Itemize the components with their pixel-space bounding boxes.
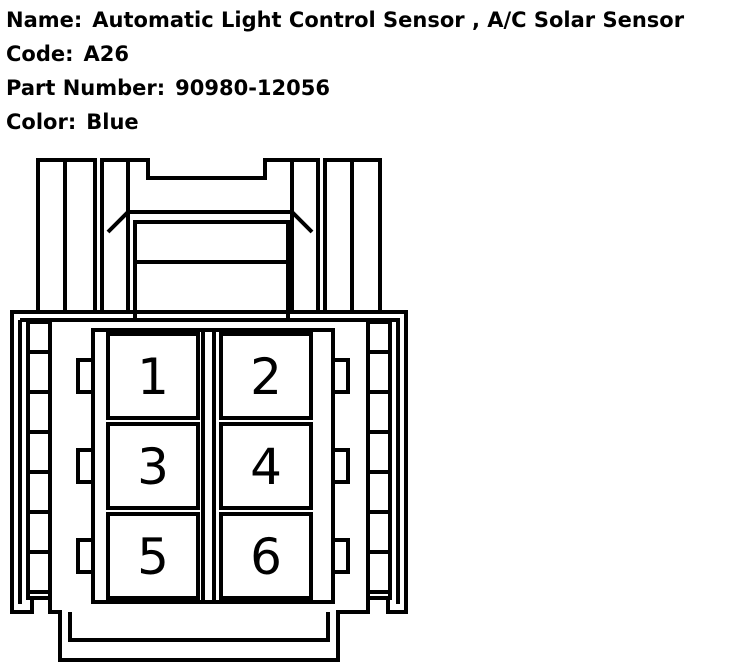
color-label: Color: [6, 110, 76, 134]
connector-body: [10, 310, 408, 662]
code-label: Code: [6, 42, 74, 66]
side-keys: [76, 358, 350, 574]
pin-cavity-2: [219, 332, 313, 420]
pin-number-2: 2: [250, 348, 282, 406]
color-value: Blue: [86, 110, 139, 134]
pin-grid: 1 2 3 4 5 6: [106, 332, 313, 600]
pin-cavity-3: [106, 422, 200, 510]
name-value: Automatic Light Control Sensor , A/C Sol…: [92, 8, 685, 32]
pin-number-6: 6: [250, 528, 282, 586]
name-line: Name Automatic Light Control Sensor , A/C…: [6, 6, 684, 40]
pin-number-1: 1: [137, 348, 169, 406]
bottom-skirt: [68, 612, 330, 642]
connector-info: Name Automatic Light Control Sensor , A/C…: [6, 6, 684, 142]
pin-number-5: 5: [137, 528, 169, 586]
inner-body: [18, 318, 400, 604]
pin-cavity-5: [106, 512, 200, 600]
side-ribs: [26, 320, 392, 600]
cavity-area: [91, 328, 335, 604]
pin-cavity-6: [219, 512, 313, 600]
pin-number-4: 4: [250, 438, 282, 496]
code-line: Code A26: [6, 40, 684, 74]
lock-tab: [106, 210, 314, 320]
code-value: A26: [83, 42, 130, 66]
color-line: Color Blue: [6, 108, 684, 142]
pin-cavity-4: [219, 422, 313, 510]
pin-number-3: 3: [137, 438, 169, 496]
part-number-label: Part Number: [6, 76, 165, 100]
part-number-value: 90980-12056: [175, 76, 330, 100]
name-label: Name: [6, 8, 82, 32]
pin-cavity-1: [106, 332, 200, 420]
latch-housing: [36, 158, 382, 310]
part-number-line: Part Number 90980-12056: [6, 74, 684, 108]
